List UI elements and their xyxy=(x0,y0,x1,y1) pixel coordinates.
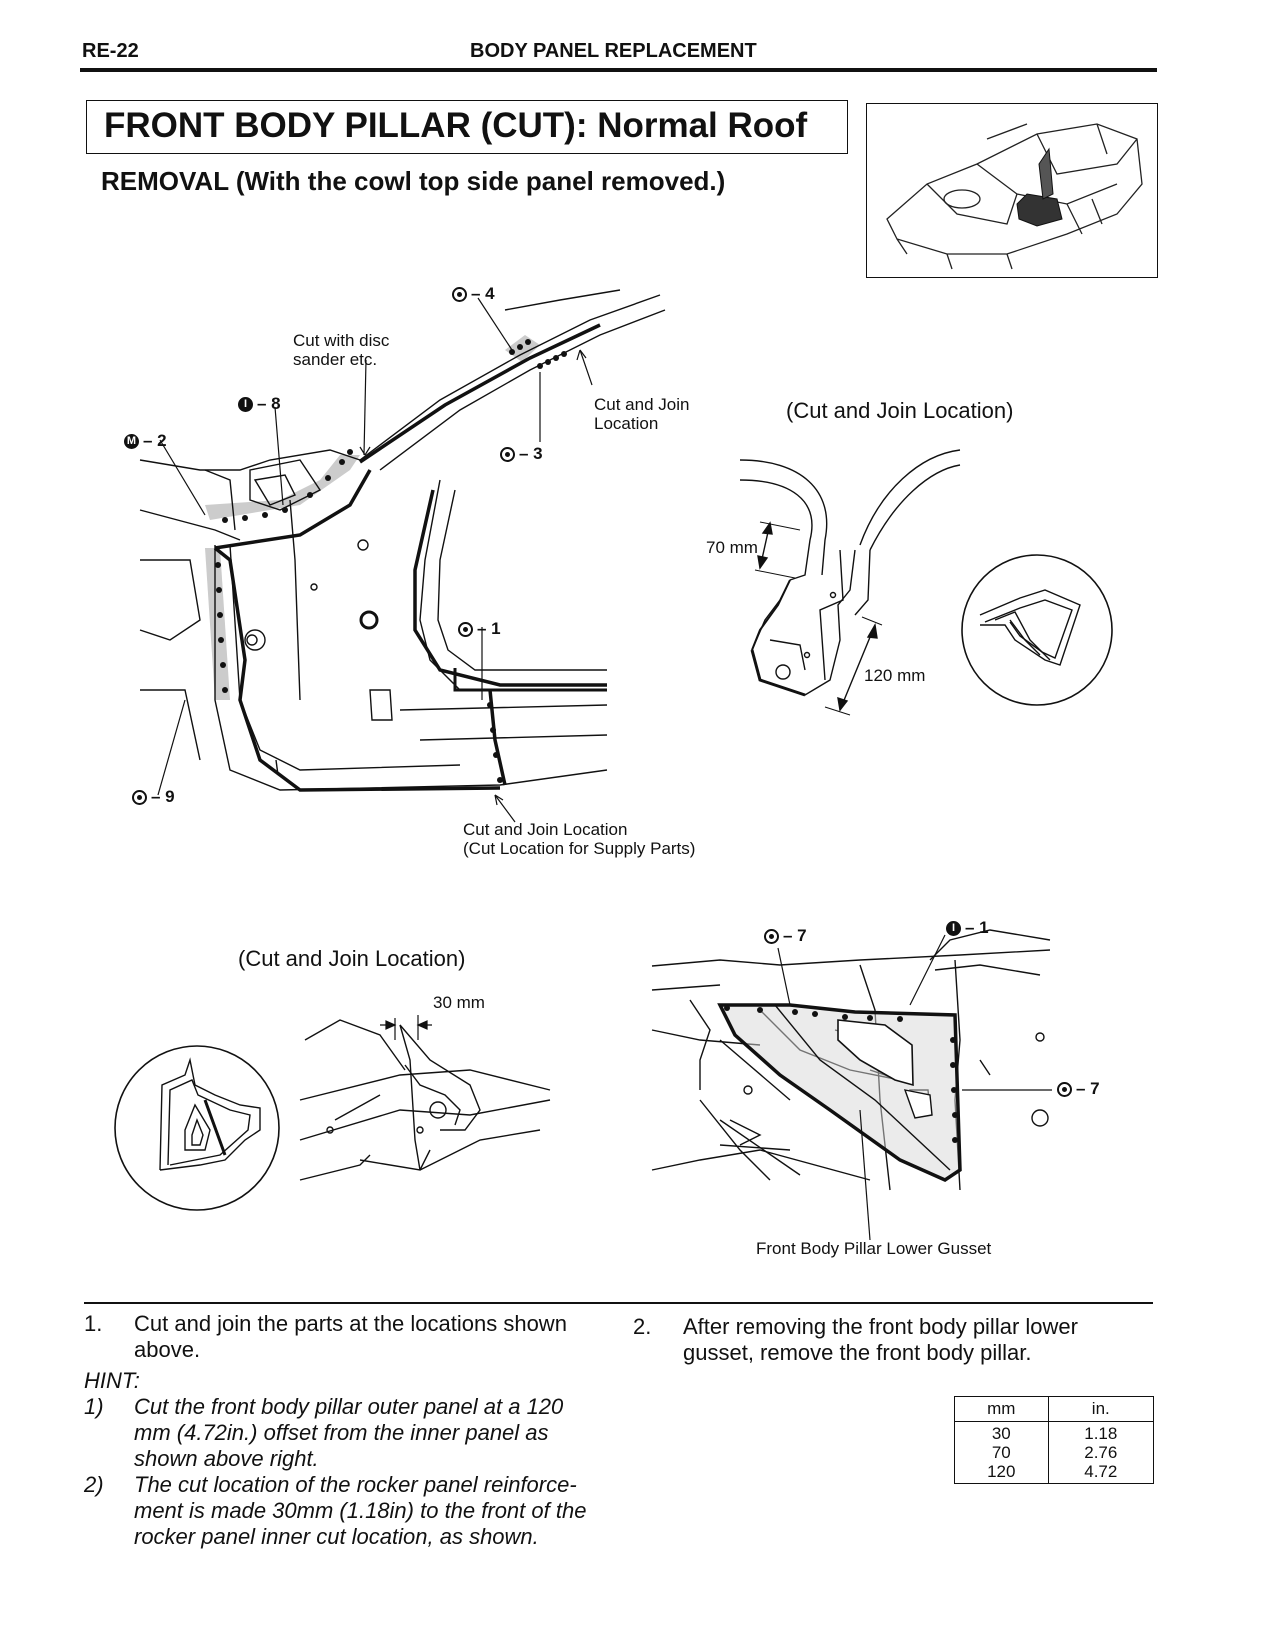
unit-conversion-table: mm in. 30 70 120 1.18 2.76 4.72 xyxy=(954,1396,1155,1484)
step-1-line-2: above. xyxy=(134,1337,201,1362)
weld-code-8: I– 8 xyxy=(238,394,281,414)
in-value: 2.76 xyxy=(1084,1443,1118,1462)
hint-1-line-2: mm (4.72in.) offset from the inner panel… xyxy=(134,1420,549,1445)
mm-value: 120 xyxy=(987,1462,1016,1481)
page-title: FRONT BODY PILLAR (CUT): Normal Roof xyxy=(104,106,808,145)
mm-value: 30 xyxy=(991,1424,1011,1443)
header-mm: mm xyxy=(954,1396,1049,1422)
weld-code-1-bottom: I– 1 xyxy=(946,918,989,938)
weld-code-7-right: – 7 xyxy=(1057,1079,1100,1099)
weld-code-7-top: – 7 xyxy=(764,926,807,946)
m-symbol-icon: M xyxy=(124,433,139,449)
weld-code-3: – 3 xyxy=(500,444,543,464)
page-subtitle: REMOVAL (With the cowl top side panel re… xyxy=(101,166,726,196)
label-cut-disc-1: Cut with disc xyxy=(293,331,390,350)
label-cut-join-lower-2: (Cut Location for Supply Parts) xyxy=(463,839,696,858)
hint-2-line-2: ment is made 30mm (1.18in) to the front … xyxy=(134,1498,587,1523)
dimension-120mm: 120 mm xyxy=(864,666,926,685)
weld-code-2: M– 2 xyxy=(124,431,167,451)
label-cut-disc-2: sander etc. xyxy=(293,350,378,369)
gusset-caption: Front Body Pillar Lower Gusset xyxy=(756,1239,992,1258)
table-row: 30 70 120 1.18 2.76 4.72 xyxy=(954,1421,1155,1484)
step-2-line-1: After removing the front body pillar low… xyxy=(683,1314,1078,1339)
dimension-70mm: 70 mm xyxy=(706,538,758,557)
i-symbol-icon: I xyxy=(946,920,961,936)
vehicle-location-thumbnail xyxy=(866,103,1158,278)
hint-2-line-1: The cut location of the rocker panel rei… xyxy=(134,1472,577,1497)
step-2-line-2: gusset, remove the front body pillar. xyxy=(683,1340,1032,1365)
hint-1-line-3: shown above right. xyxy=(134,1446,319,1471)
car-body-icon xyxy=(886,123,1143,270)
in-value: 4.72 xyxy=(1084,1462,1118,1481)
right-figure-caption: (Cut and Join Location) xyxy=(786,398,1014,423)
spot-weld-icon xyxy=(132,789,147,805)
weld-code-9: – 9 xyxy=(132,787,175,807)
step-1-number: 1. xyxy=(84,1311,103,1336)
table-header-row: mm in. xyxy=(954,1396,1155,1422)
title-box xyxy=(86,100,848,154)
spot-weld-icon xyxy=(500,446,515,462)
i-symbol-icon: I xyxy=(238,396,253,412)
step-2-number: 2. xyxy=(633,1314,652,1339)
section-title: BODY PANEL REPLACEMENT xyxy=(470,40,757,62)
header-rule xyxy=(80,68,1157,72)
dimension-30mm: 30 mm xyxy=(433,993,485,1012)
spot-weld-icon xyxy=(764,928,779,944)
hint-label: HINT: xyxy=(84,1368,140,1393)
spot-weld-icon xyxy=(452,286,467,302)
mm-value: 70 xyxy=(991,1443,1011,1462)
mm-column: 30 70 120 xyxy=(954,1421,1049,1484)
header-in: in. xyxy=(1047,1396,1155,1422)
weld-code-1: – 1 xyxy=(458,619,501,639)
page-id: RE-22 xyxy=(82,40,139,62)
hint-2-number: 2) xyxy=(84,1472,104,1497)
section-divider xyxy=(84,1302,1153,1304)
hint-2-line-3: rocker panel inner cut location, as show… xyxy=(134,1524,539,1549)
weld-code-4: – 4 xyxy=(452,284,495,304)
spot-weld-icon xyxy=(458,621,473,637)
bottom-left-caption: (Cut and Join Location) xyxy=(238,946,466,971)
step-1-line-1: Cut and join the parts at the locations … xyxy=(134,1311,567,1336)
in-column: 1.18 2.76 4.72 xyxy=(1047,1421,1155,1484)
hint-1-number: 1) xyxy=(84,1394,104,1419)
hint-1-line-1: Cut the front body pillar outer panel at… xyxy=(134,1394,564,1419)
in-value: 1.18 xyxy=(1084,1424,1118,1443)
label-cut-join-upper-2: Location xyxy=(594,414,659,433)
label-cut-join-lower-1: Cut and Join Location xyxy=(463,820,628,839)
label-cut-join-upper-1: Cut and Join xyxy=(594,395,690,414)
spot-weld-icon xyxy=(1057,1081,1072,1097)
